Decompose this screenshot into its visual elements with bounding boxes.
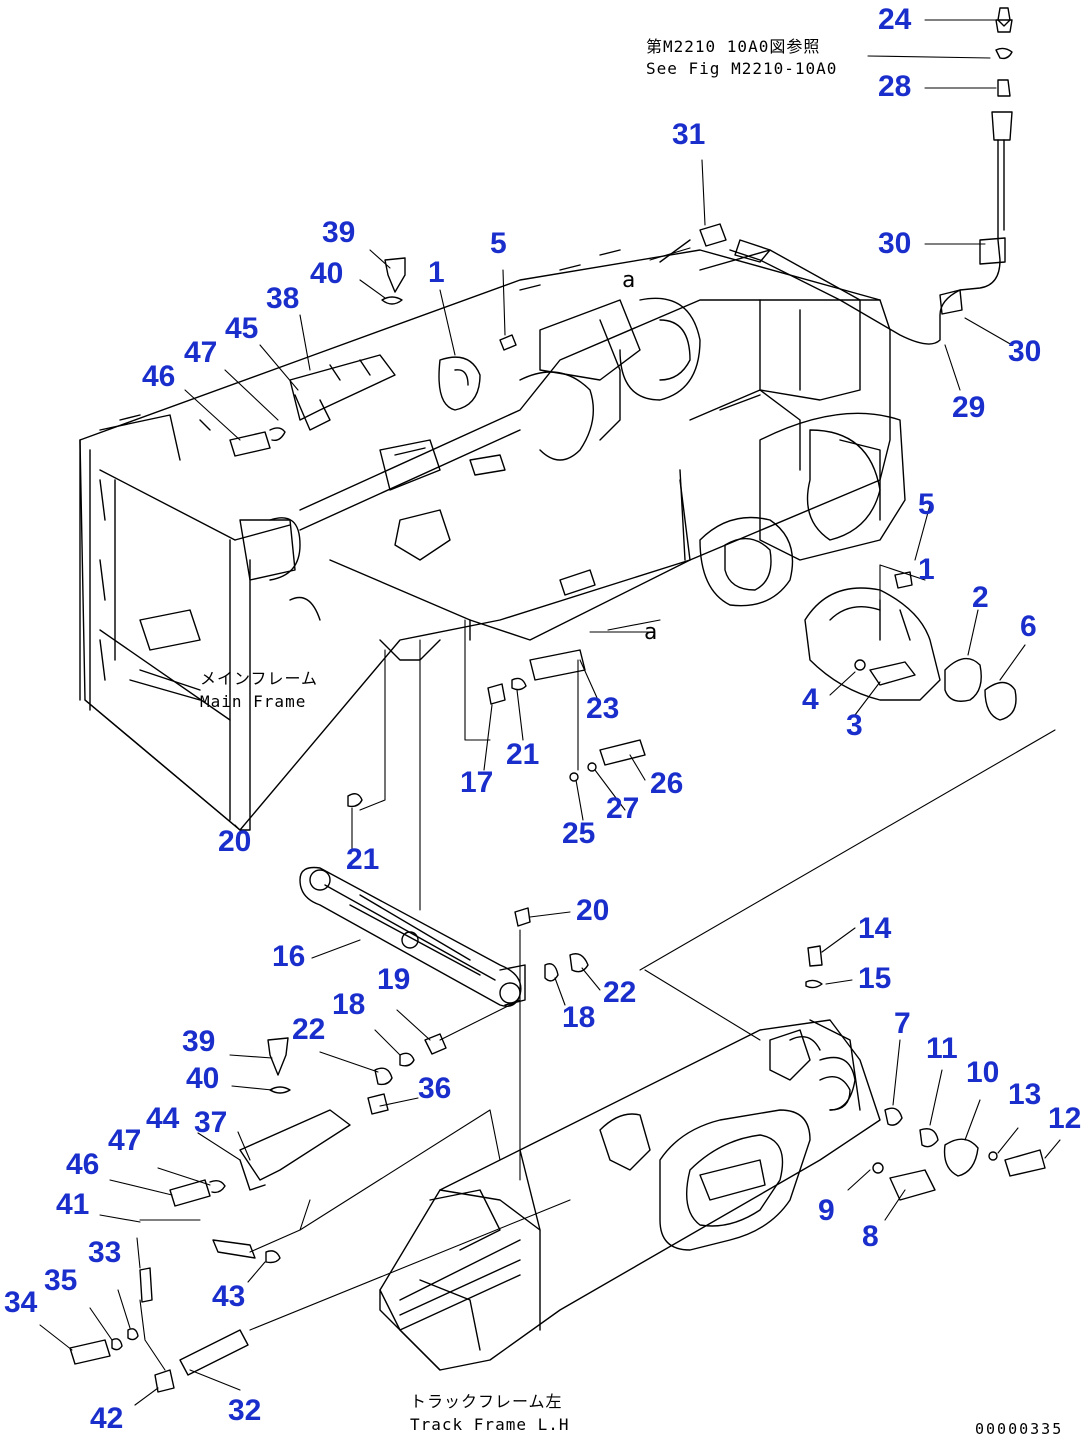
callout-39-lower: 39 xyxy=(182,1025,216,1058)
callout-19: 19 xyxy=(377,963,411,996)
track-frame-label-en: Track Frame L.H xyxy=(410,1415,570,1434)
callout-33: 33 xyxy=(88,1236,122,1269)
callout-14: 14 xyxy=(858,912,892,945)
callout-32: 32 xyxy=(228,1394,262,1427)
marker-a-top: a xyxy=(622,268,637,293)
callout-5-upper: 5 xyxy=(490,227,507,260)
callout-4: 4 xyxy=(802,683,819,716)
callout-20-left: 20 xyxy=(218,825,252,858)
reference-note-jp: 第M2210 10A0図参照 xyxy=(646,37,821,56)
callout-15: 15 xyxy=(858,962,892,995)
callout-40-lower: 40 xyxy=(186,1062,220,1095)
callout-12: 12 xyxy=(1048,1102,1082,1135)
drawing-code: 00000335 xyxy=(975,1420,1064,1438)
callout-36: 36 xyxy=(418,1072,452,1105)
callout-46-lower: 46 xyxy=(66,1148,100,1181)
callout-11: 11 xyxy=(926,1032,958,1065)
callout-42: 42 xyxy=(90,1402,124,1435)
callout-25: 25 xyxy=(562,817,596,850)
callout-47-lower: 47 xyxy=(108,1124,142,1157)
track-frame-label-jp: トラックフレーム左 xyxy=(410,1392,563,1411)
callout-16: 16 xyxy=(272,940,306,973)
callout-18-left: 18 xyxy=(332,988,366,1021)
callout-22-left: 22 xyxy=(292,1013,326,1046)
fittings xyxy=(69,7,1046,1393)
callout-41: 41 xyxy=(56,1188,90,1221)
callout-35: 35 xyxy=(44,1264,78,1297)
callout-1-upper: 1 xyxy=(428,256,445,289)
callout-31: 31 xyxy=(672,118,706,151)
callout-17: 17 xyxy=(460,766,494,799)
track-frame xyxy=(379,1019,881,1371)
callout-30-upper: 30 xyxy=(878,227,912,260)
callout-21-lower: 21 xyxy=(346,843,380,876)
callout-7: 7 xyxy=(894,1007,911,1040)
callout-6: 6 xyxy=(1020,610,1037,643)
callout-2: 2 xyxy=(972,581,989,614)
callout-27: 27 xyxy=(606,792,640,825)
equalizer-bar xyxy=(299,866,526,1007)
callout-18-right: 18 xyxy=(562,1001,596,1034)
reference-note-en: See Fig M2210-10A0 xyxy=(646,59,838,78)
callout-9: 9 xyxy=(818,1194,835,1227)
main-frame-label-jp: メインフレーム xyxy=(200,669,319,688)
callout-10: 10 xyxy=(966,1056,1000,1089)
callout-1-right: 1 xyxy=(918,553,935,586)
callout-28: 28 xyxy=(878,70,912,103)
callout-37: 37 xyxy=(194,1106,228,1139)
callout-34: 34 xyxy=(4,1286,38,1319)
main-frame-divider xyxy=(679,469,686,561)
callout-26: 26 xyxy=(650,767,684,800)
callout-39-upper: 39 xyxy=(322,216,356,249)
callout-38: 38 xyxy=(266,282,300,315)
callout-21-middle: 21 xyxy=(506,738,540,771)
callout-24: 24 xyxy=(878,3,912,36)
callout-23: 23 xyxy=(586,692,620,725)
callout-30-lower: 30 xyxy=(1008,335,1042,368)
callout-22-right: 22 xyxy=(603,976,637,1009)
callout-20-middle: 20 xyxy=(576,894,610,927)
marker-a-middle: a xyxy=(644,620,659,645)
callout-43: 43 xyxy=(212,1280,246,1313)
callout-13: 13 xyxy=(1008,1078,1042,1111)
callout-47-upper: 47 xyxy=(184,336,218,369)
callout-5-right: 5 xyxy=(918,488,935,521)
main-frame xyxy=(79,249,906,831)
leader-lines xyxy=(39,19,1061,1406)
callout-3: 3 xyxy=(846,709,863,742)
callout-8: 8 xyxy=(862,1220,879,1253)
callout-44: 44 xyxy=(146,1102,180,1135)
callout-45: 45 xyxy=(225,312,259,345)
main-frame-label-en: Main Frame xyxy=(200,692,307,711)
callout-29: 29 xyxy=(952,391,986,424)
callout-46-upper: 46 xyxy=(142,360,176,393)
callout-40-upper: 40 xyxy=(310,257,344,290)
